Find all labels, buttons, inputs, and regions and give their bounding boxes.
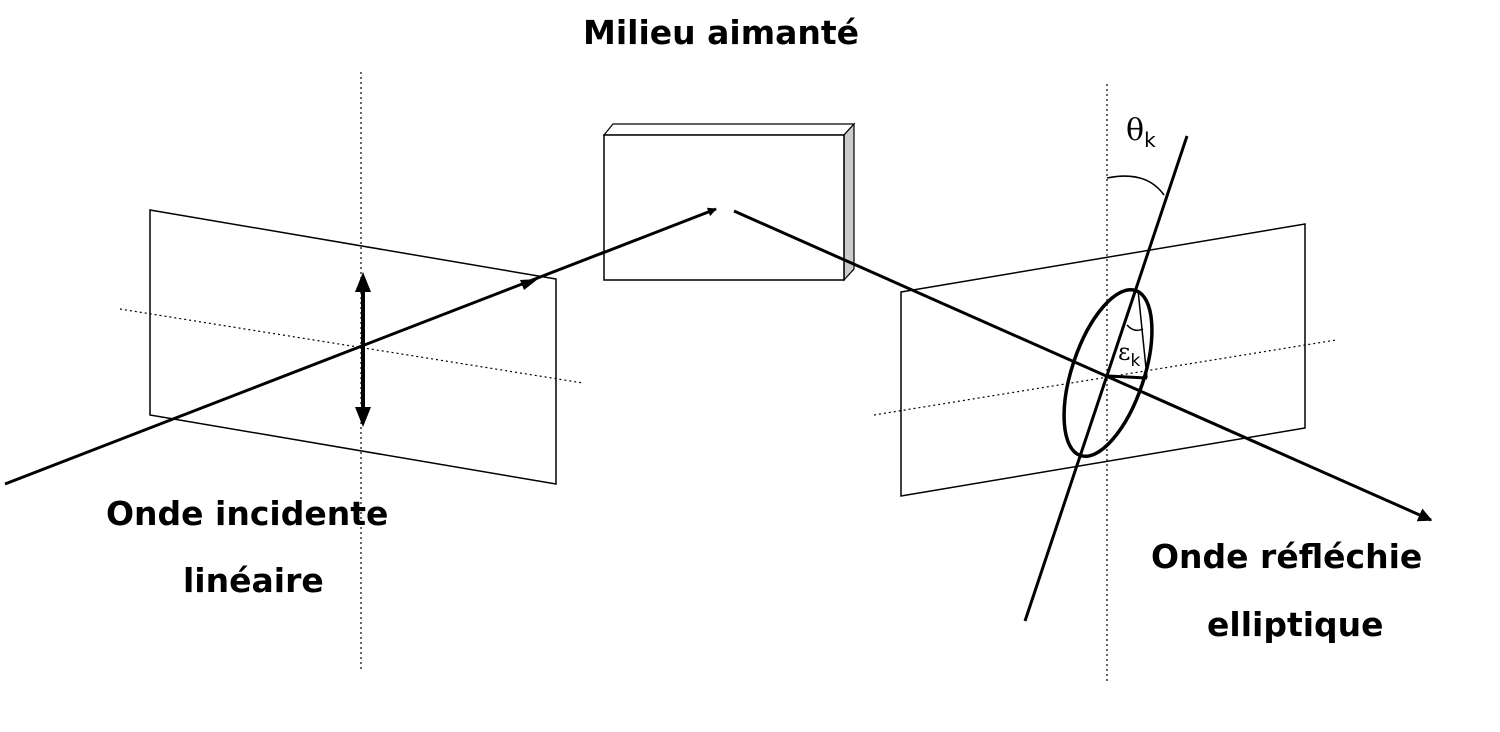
- medium-label: Milieu aimanté: [583, 13, 860, 52]
- epsilon-angle-arc: [1126, 324, 1144, 332]
- polarization-arrowhead-bottom: [355, 407, 371, 427]
- incident-plane-horizontal-axis: [119, 308, 584, 384]
- medium-block-front: [603, 134, 845, 281]
- reflected-wave-label-line1: Onde réfléchie: [1151, 537, 1423, 576]
- theta-k-label: θk: [1126, 113, 1156, 152]
- theta-subscript: k: [1144, 128, 1156, 152]
- ellipticity-construction-line: [1137, 289, 1148, 379]
- incident-wave-label-line1: Onde incidente: [106, 494, 389, 533]
- reflected-wave-label-line2: elliptique: [1207, 605, 1384, 644]
- incident-ray: [4, 207, 717, 486]
- epsilon-symbol: ε: [1118, 338, 1131, 366]
- ellipse-minor-axis: [1107, 374, 1148, 380]
- polarization-arrowhead-top: [355, 272, 371, 292]
- ellipse-major-axis: [1023, 135, 1189, 622]
- theta-symbol: θ: [1126, 113, 1145, 148]
- reflected-ray: [733, 209, 1433, 522]
- medium-block-side: [843, 122, 855, 282]
- incident-ray-tip: [599, 207, 717, 256]
- epsilon-k-label: εk: [1118, 340, 1140, 370]
- reflected-wave-plane: [900, 223, 1306, 497]
- theta-angle-arc: [1106, 175, 1165, 196]
- incident-ray-mid-arrow: [520, 279, 538, 290]
- medium-block-top: [602, 123, 856, 136]
- incident-wave-plane: [149, 209, 557, 485]
- reflected-plane-horizontal-axis: [873, 339, 1337, 416]
- polarization-ellipse: [1062, 287, 1154, 459]
- epsilon-subscript: k: [1130, 350, 1141, 371]
- incident-wave-label-line2: linéaire: [183, 561, 324, 600]
